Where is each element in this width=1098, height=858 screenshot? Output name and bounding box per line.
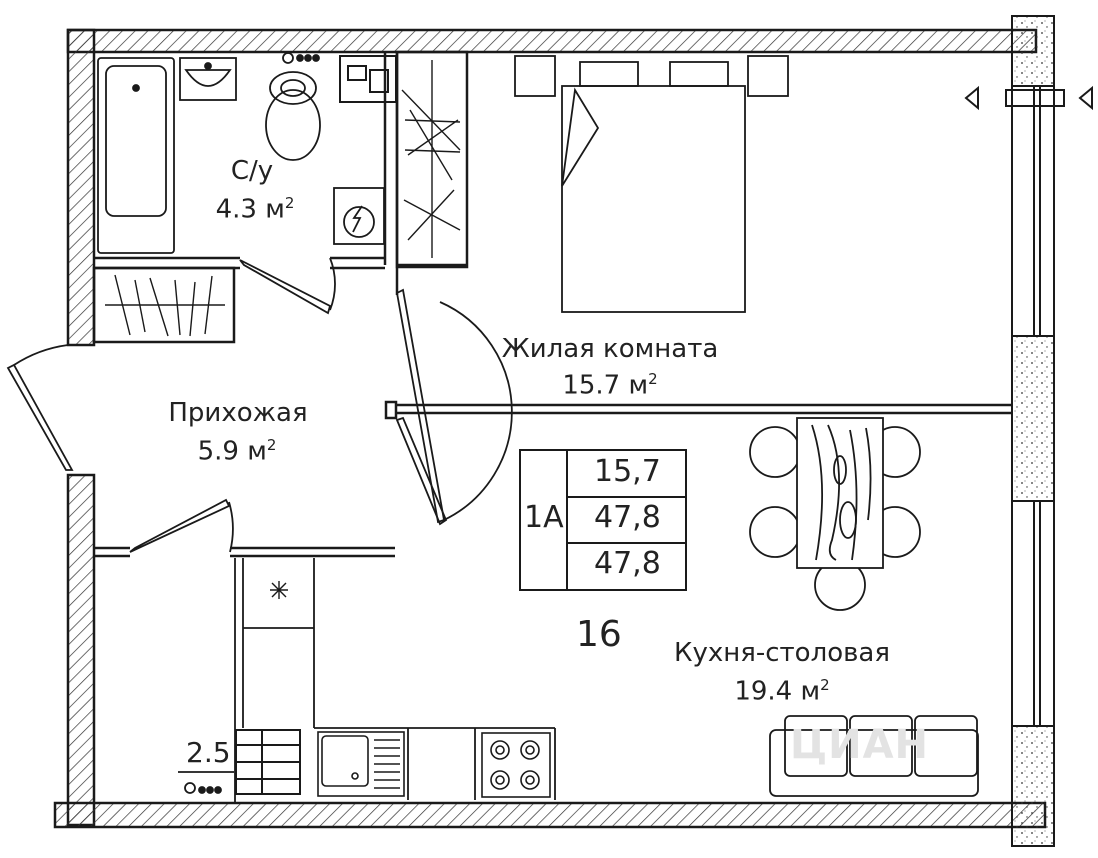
kitchen-area: 19.4 м2 [712,676,852,707]
kitchen-area-sup: 2 [820,676,830,694]
radiator-icon [235,729,301,795]
bathtub [97,57,175,254]
kitchen-units [234,558,556,803]
kitchen-name: Кухня-столовая [673,638,891,668]
watermark: ЦИАН [790,722,930,768]
washbasin [179,57,237,101]
right-facade [1011,15,1055,847]
washing-machine [333,187,385,245]
total-area-value: 47,8 [594,500,661,535]
bathroom-name: С/у [230,156,274,186]
total-area-value-2: 47,8 [594,546,661,581]
hall-area-sup: 2 [266,436,277,454]
bed [514,55,789,313]
ventilation-icon [270,581,288,599]
hall-area: 5.9 м2 [172,436,302,467]
living-room-area-value: 15.7 м [562,370,649,401]
interior-doors [129,257,513,553]
apartment-type: 1А [524,500,564,535]
bathroom-area-value: 4.3 м [215,194,285,225]
living-room-area: 15.7 м2 [540,370,680,401]
living-room-area-sup: 2 [648,370,658,388]
stove-icon [481,732,551,798]
dining-table [749,417,921,611]
apartment-number: 16 [576,614,622,655]
sink-icon [317,731,405,797]
area-table [519,449,687,591]
exterior-walls [53,28,1047,829]
hall-name: Прихожая [168,398,308,428]
sofa [769,715,979,797]
ceiling-height-label: 2.5 [186,736,231,769]
wardrobe-hangers [105,60,461,337]
bathroom-area-sup: 2 [284,194,295,212]
living-area-value: 15,7 [594,454,661,489]
section-marks [964,85,1093,111]
boiler [339,55,397,103]
entrance-door [6,344,94,476]
living-room-name: Жилая комната [501,334,719,364]
kitchen-area-value: 19.4 м [734,676,821,707]
riser-icon [178,771,234,794]
bathroom-area: 4.3 м2 [200,194,310,225]
toilet [265,52,321,161]
hall-area-value: 5.9 м [197,436,267,467]
